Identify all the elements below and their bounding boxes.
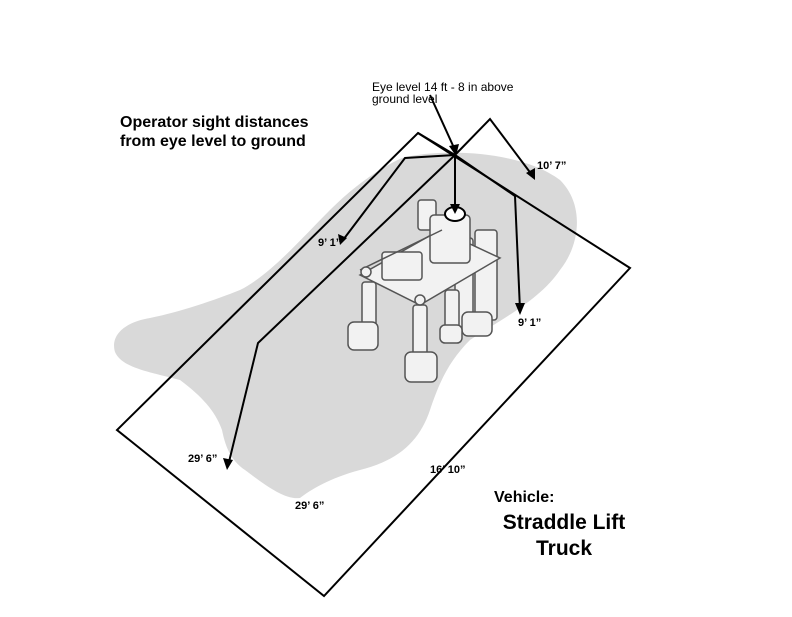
distance-front-bottom: 29’ 6” [295,500,325,512]
arrow-right-mid [515,303,525,315]
arrow-eye-level [449,144,459,156]
distance-right-mid: 9’ 1” [518,317,542,329]
title-line-1: Operator sight distances [120,114,309,131]
arrowheads [223,144,535,470]
arrow-top-right [526,168,535,180]
distance-front-left: 29’ 6” [188,453,218,465]
sight-line-back [417,132,456,156]
distance-front-width: 16’ 10” [430,464,466,476]
eye-level-line-1: Eye level 14 ft - 8 in above [372,80,514,94]
eye-level-note: Eye level 14 ft - 8 in above ground leve… [372,81,513,105]
ground-outline [115,131,632,598]
sight-line-front-left [227,154,456,467]
diagram-title: Operator sight distances from eye level … [120,113,309,151]
title-line-2: from eye level to ground [120,133,306,150]
vehicle-name-line-1: Straddle Lift [502,511,626,534]
sight-line-top-right [454,117,533,176]
vehicle-name-line-2: Truck [535,537,593,560]
straddle-lift-truck [347,199,502,383]
eye-level-line-2: ground level [372,92,438,106]
vehicle-name: Straddle Lift Truck [490,510,638,562]
vehicle-label: Vehicle: [494,489,555,506]
arrow-left-mid [338,234,347,245]
sight-line-left-mid [342,154,456,241]
distance-left-mid: 9’ 1” [318,237,342,249]
arrow-eye-drop [450,204,460,214]
eye-level-pointer-line [429,94,456,151]
arrow-front-left [223,458,233,470]
distance-top-right: 10’ 7” [537,160,567,172]
sight-line-right-mid [454,154,521,311]
sight-lines [227,94,533,467]
